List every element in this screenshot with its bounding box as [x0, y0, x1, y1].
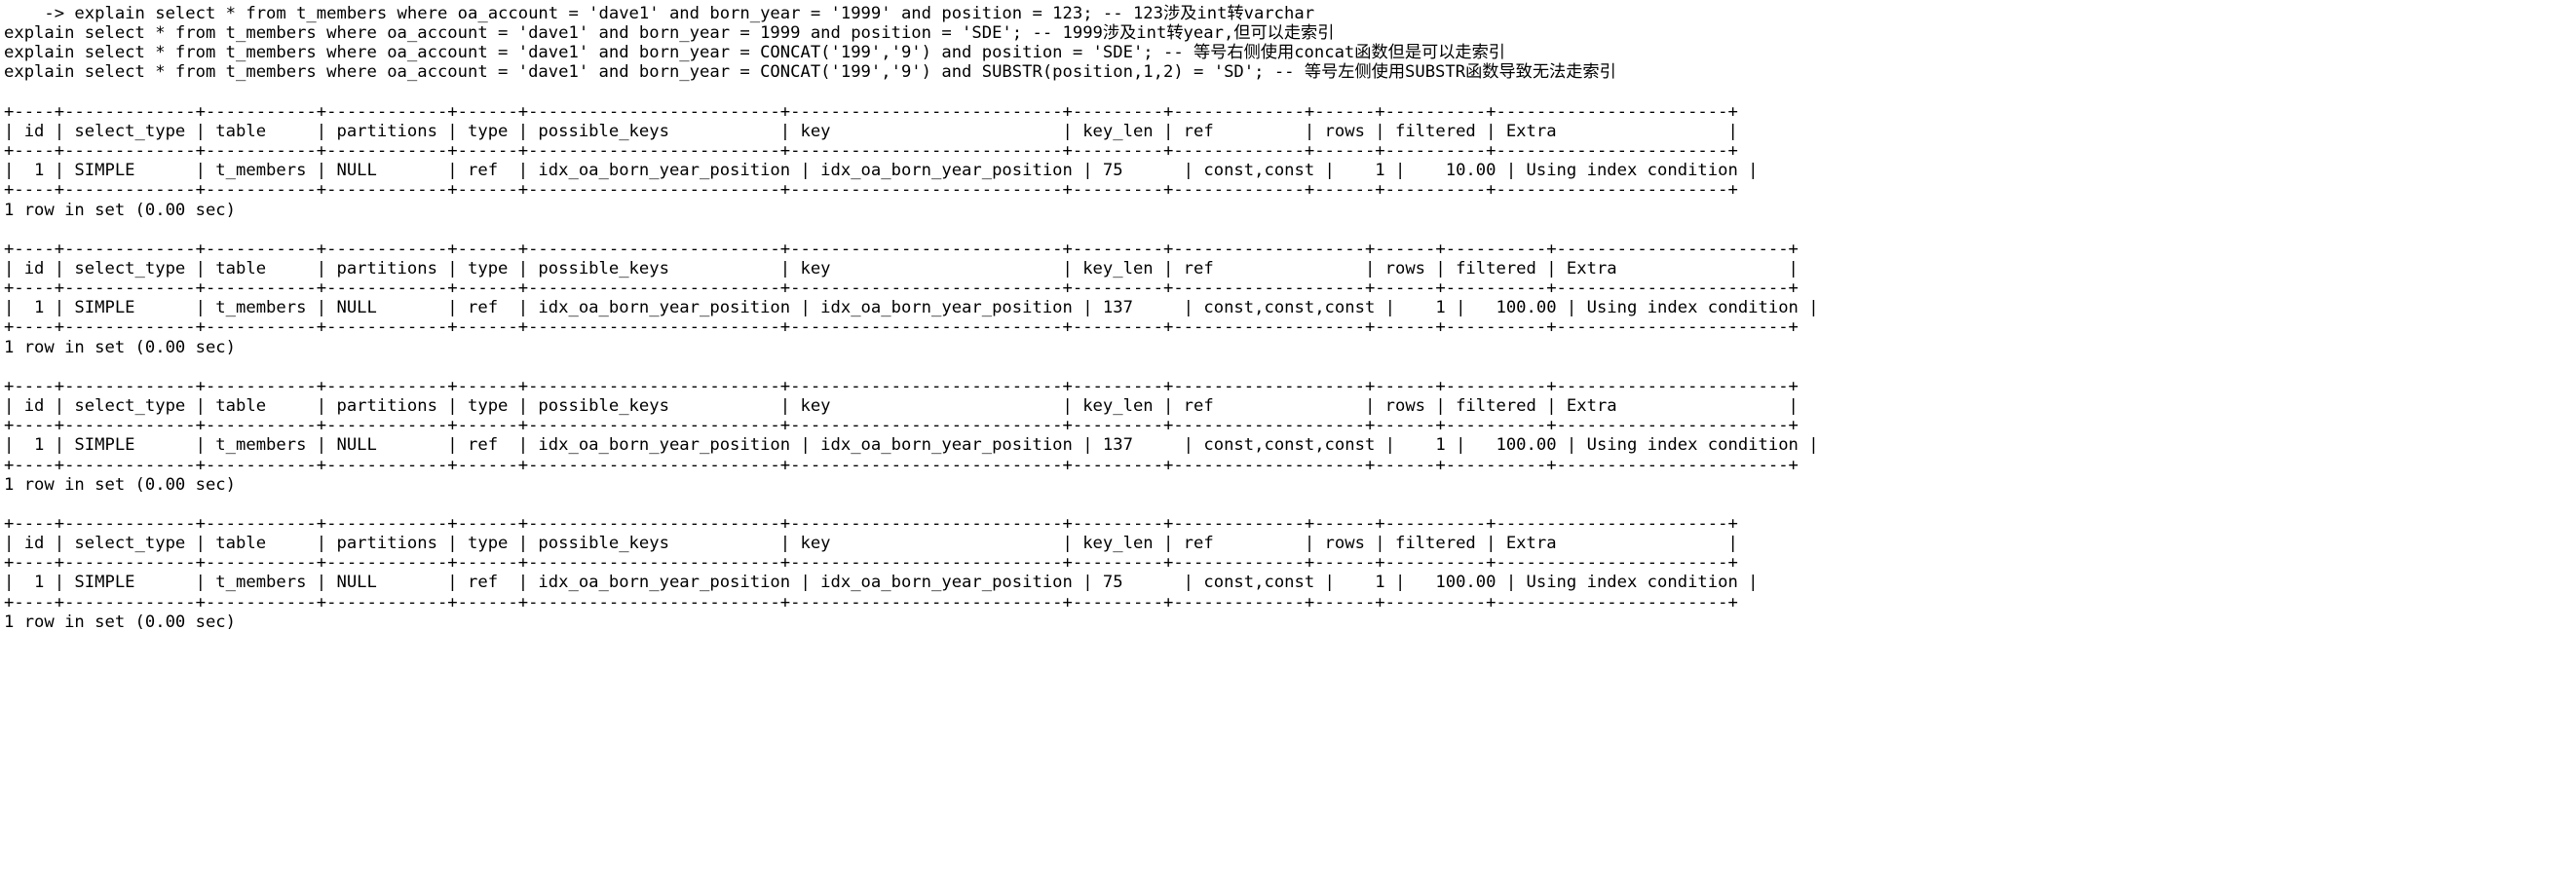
cjk-comment-text: 涉及 [1102, 23, 1137, 44]
table-1-header-row: | id | select_type | table | partitions … [4, 121, 1738, 141]
table-4-header-row: | id | select_type | table | partitions … [4, 534, 1738, 554]
command-line-2: explain select * from t_members where oa… [4, 23, 1335, 44]
cjk-comment-text: 涉及 [1163, 4, 1197, 23]
status-line-1: 1 row in set (0.00 sec) [4, 200, 236, 220]
table-1-border-top: +----+-------------+-----------+--------… [4, 101, 1738, 122]
blank-line [4, 495, 2576, 514]
status-line-2: 1 row in set (0.00 sec) [4, 337, 236, 357]
table-3-header-row: | id | select_type | table | partitions … [4, 396, 1799, 417]
table-row: | 1 | SIMPLE | t_members | NULL | ref | … [4, 161, 1759, 181]
blank-line [4, 83, 2576, 102]
table-3-border-bottom: +----+-------------+-----------+--------… [4, 455, 1799, 475]
command-line-3: explain select * from t_members where oa… [4, 43, 1505, 63]
cjk-comment-text: 转 [1166, 23, 1184, 44]
table-2-border-bottom: +----+-------------+-----------+--------… [4, 317, 1799, 338]
table-2-border-top: +----+-------------+-----------+--------… [4, 239, 1799, 259]
command-line-1: -> explain select * from t_members where… [4, 4, 1315, 23]
cjk-comment-text: 函数但是可以走索引 [1354, 43, 1505, 63]
terminal-output[interactable]: -> explain select * from t_members where… [0, 0, 2576, 632]
table-2-border-mid: +----+-------------+-----------+--------… [4, 278, 1799, 299]
cjk-comment-text: 函数导致无法走索引 [1465, 62, 1616, 83]
cjk-comment-text: 转 [1227, 4, 1244, 23]
status-line-3: 1 row in set (0.00 sec) [4, 474, 236, 495]
table-3-border-top: +----+-------------+-----------+--------… [4, 376, 1799, 396]
blank-line [4, 357, 2576, 377]
table-4-border-mid: +----+-------------+-----------+--------… [4, 553, 1738, 574]
table-2-header-row: | id | select_type | table | partitions … [4, 259, 1799, 278]
table-row: | 1 | SIMPLE | t_members | NULL | ref | … [4, 573, 1759, 593]
table-row: | 1 | SIMPLE | t_members | NULL | ref | … [4, 298, 1819, 318]
command-line-4: explain select * from t_members where oa… [4, 62, 1616, 83]
table-1-border-bottom: +----+-------------+-----------+--------… [4, 180, 1738, 201]
cjk-comment-text: 但可以走索引 [1233, 23, 1335, 44]
cjk-comment-text: 等号左侧使用 [1304, 62, 1406, 83]
status-line-4: 1 row in set (0.00 sec) [4, 612, 236, 632]
table-4-border-bottom: +----+-------------+-----------+--------… [4, 592, 1738, 612]
table-row: | 1 | SIMPLE | t_members | NULL | ref | … [4, 435, 1819, 456]
blank-line [4, 220, 2576, 240]
table-3-border-mid: +----+-------------+-----------+--------… [4, 416, 1799, 436]
table-1-border-mid: +----+-------------+-----------+--------… [4, 141, 1738, 162]
table-4-border-top: +----+-------------+-----------+--------… [4, 514, 1738, 534]
cjk-comment-text: 等号右侧使用 [1193, 43, 1295, 63]
